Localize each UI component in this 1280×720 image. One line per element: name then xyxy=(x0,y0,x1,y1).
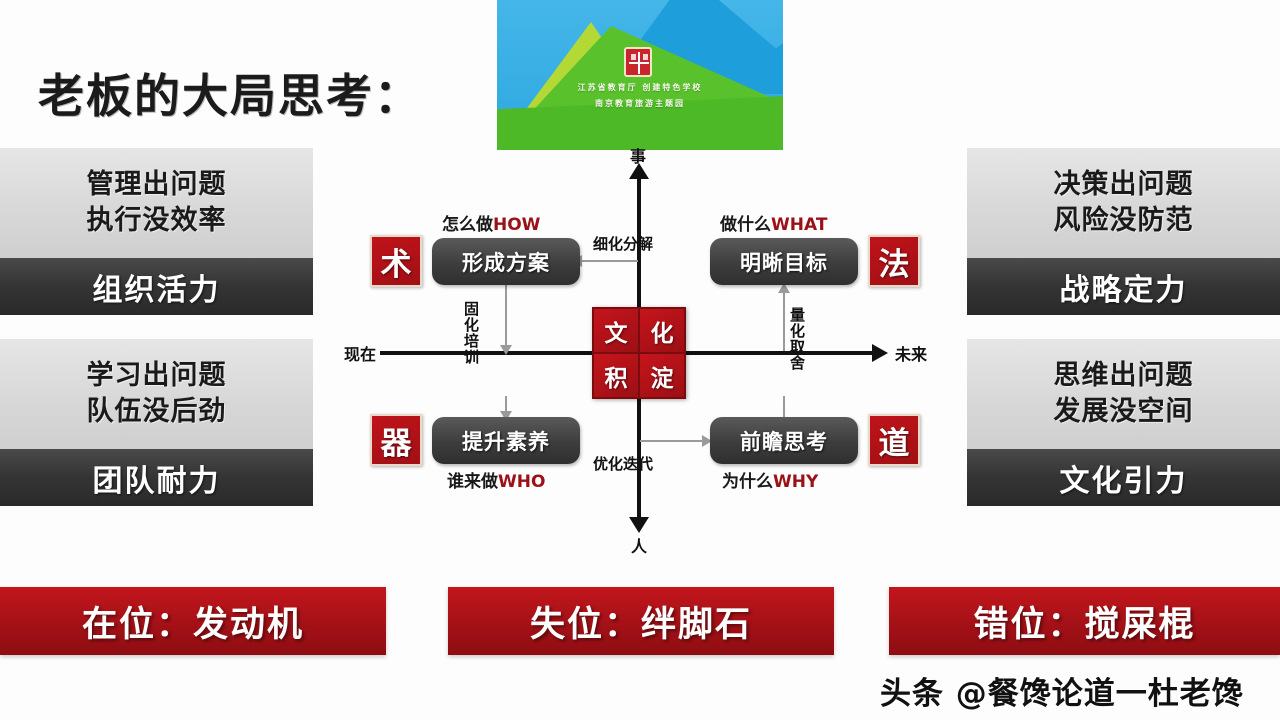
connector-label-bottom: 优化迭代 xyxy=(593,455,654,473)
connector-right-arrow-icon xyxy=(778,283,790,293)
left-problem-box-1-line-1: 管理出问题 xyxy=(86,168,227,200)
node-top-right-box: 明晰目标 xyxy=(710,238,858,285)
connector-stub-bottom-left-arrow-icon xyxy=(500,411,512,421)
banner-wrong-position: 错位：搅屎棍 xyxy=(889,587,1280,655)
right-problem-box-2-line-2: 发展没空间 xyxy=(1053,396,1194,427)
axis-label-left: 现在 xyxy=(344,345,377,364)
left-problem-box-1: 管理出问题 执行没效率 xyxy=(0,148,313,258)
node-top-left-box: 形成方案 xyxy=(432,238,580,285)
axis-arrow-up-icon xyxy=(629,163,649,179)
node-top-right-question-en: WHAT xyxy=(771,215,828,235)
center-cell-1: 文 xyxy=(594,309,638,352)
center-cell-3: 积 xyxy=(594,354,638,397)
node-bottom-right-question-en: WHY xyxy=(773,472,819,492)
center-culture-grid: 文 化 积 淀 xyxy=(592,307,686,399)
connector-left-line xyxy=(505,285,507,347)
connector-label-left: 固化培训 xyxy=(462,301,480,365)
connector-stub-bottom-right xyxy=(783,396,785,418)
axis-label-bottom: 人 xyxy=(631,537,648,556)
connector-label-top: 细化分解 xyxy=(593,235,654,253)
node-bottom-left-question-en: WHO xyxy=(498,472,546,492)
node-top-left: 术 形成方案 怎么做HOW xyxy=(370,215,580,287)
node-bottom-left: 器 提升素养 谁来做WHO xyxy=(370,414,580,492)
connector-bottom-arrow-icon xyxy=(702,435,712,447)
banner-missing-position: 失位：绊脚石 xyxy=(448,587,834,655)
node-top-right-question: 做什么WHAT xyxy=(720,210,827,235)
connector-label-right: 量化取舍 xyxy=(788,307,806,371)
axis-label-top: 事 xyxy=(630,147,647,166)
center-cell-2: 化 xyxy=(640,309,684,352)
right-capability-box-1: 战略定力 xyxy=(967,258,1280,315)
node-top-right-badge: 法 xyxy=(868,235,920,287)
node-bottom-left-badge: 器 xyxy=(370,414,422,466)
axis-arrow-down-icon xyxy=(629,517,649,533)
node-bottom-right-badge: 道 xyxy=(868,414,920,466)
logo-caption-line-2: 南京教育旅游主题园 xyxy=(595,99,685,108)
right-problem-box-1-line-1: 决策出问题 xyxy=(1053,168,1194,200)
right-problem-box-2-line-1: 思维出问题 xyxy=(1053,359,1194,391)
organization-logo-banner: 江苏省教育厅 创建特色学校 南京教育旅游主题园 xyxy=(497,0,783,150)
connector-stub-bottom-left xyxy=(505,396,507,418)
right-problem-box-2: 思维出问题 发展没空间 xyxy=(967,339,1280,449)
connector-bottom-line xyxy=(640,440,708,442)
node-top-right: 法 明晰目标 做什么WHAT xyxy=(710,215,920,287)
node-bottom-right: 道 前瞻思考 为什么WHY xyxy=(710,414,920,492)
left-problem-box-2-line-2: 队伍没后劲 xyxy=(86,396,227,427)
right-column: 决策出问题 风险没防范 战略定力 思维出问题 发展没空间 文化引力 xyxy=(967,148,1280,506)
left-problem-box-1-line-2: 执行没效率 xyxy=(86,205,227,236)
quadrant-diagram: 事 人 现在 未来 细化分解 量化取舍 固化培训 优化迭代 术 形成方案 怎么做… xyxy=(344,147,930,556)
right-problem-box-1-line-2: 风险没防范 xyxy=(1053,205,1194,236)
page-title: 老板的大局思考： xyxy=(38,69,422,123)
left-column: 管理出问题 执行没效率 组织活力 学习出问题 队伍没后劲 团队耐力 xyxy=(0,148,313,506)
node-bottom-left-question-cn: 谁来做 xyxy=(447,472,498,492)
left-capability-box-1: 组织活力 xyxy=(0,258,313,315)
right-capability-box-2: 文化引力 xyxy=(967,449,1280,506)
center-cell-4: 淀 xyxy=(640,354,684,397)
connector-left-arrow-icon xyxy=(500,345,512,355)
logo-caption-line-1: 江苏省教育厅 创建特色学校 xyxy=(577,83,703,92)
right-problem-box-1: 决策出问题 风险没防范 xyxy=(967,148,1280,258)
node-bottom-left-box: 提升素养 xyxy=(432,417,580,464)
node-top-left-question-cn: 怎么做 xyxy=(442,215,493,235)
node-bottom-left-question: 谁来做WHO xyxy=(447,467,545,492)
node-top-right-question-cn: 做什么 xyxy=(720,215,771,235)
connector-right-line xyxy=(783,293,785,351)
node-top-left-question: 怎么做HOW xyxy=(442,210,540,235)
school-crest-icon xyxy=(624,47,652,77)
axis-arrow-right-icon xyxy=(872,344,888,362)
node-top-left-badge: 术 xyxy=(370,235,422,287)
left-problem-box-2: 学习出问题 队伍没后劲 xyxy=(0,339,313,449)
axis-label-right: 未来 xyxy=(895,345,928,364)
banner-in-position: 在位：发动机 xyxy=(0,587,386,655)
left-capability-box-2: 团队耐力 xyxy=(0,449,313,506)
left-problem-box-2-line-1: 学习出问题 xyxy=(86,359,227,391)
node-bottom-right-question-cn: 为什么 xyxy=(722,472,773,492)
connector-top-line xyxy=(580,260,638,262)
watermark-text: 头条 @餐馋论道一杜老馋 xyxy=(880,676,1244,712)
node-bottom-right-box: 前瞻思考 xyxy=(710,417,858,464)
bottom-banner-row: 在位：发动机 失位：绊脚石 错位：搅屎棍 xyxy=(0,587,1280,655)
node-top-left-question-en: HOW xyxy=(493,215,541,235)
node-bottom-right-question: 为什么WHY xyxy=(722,467,818,492)
